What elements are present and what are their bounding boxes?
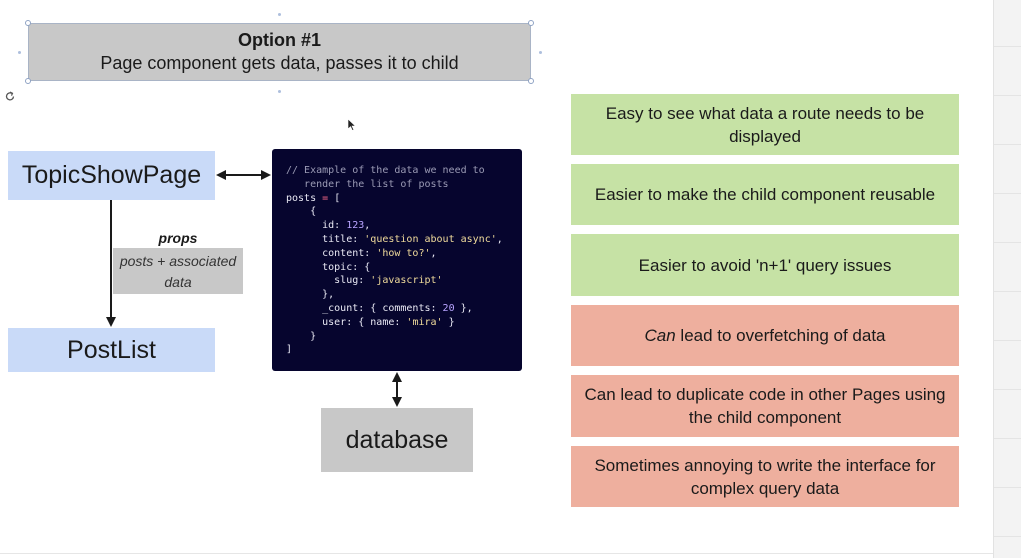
props-label-description: posts + associated data	[119, 253, 237, 290]
canvas-side-panel	[993, 0, 1021, 558]
topic-show-page-node[interactable]: TopicShowPage	[8, 151, 215, 200]
resize-handle-top-right[interactable]	[528, 20, 534, 26]
option-subheading: Page component gets data, passes it to c…	[100, 53, 459, 73]
canvas-bottom-edge	[0, 553, 993, 554]
database-node[interactable]: database	[321, 408, 473, 472]
con-card-overfetching[interactable]: Can lead to overfetching of data	[571, 305, 959, 366]
resize-handle-top-left[interactable]	[25, 20, 31, 26]
props-label-title: props	[158, 230, 198, 246]
con-card-duplicate-code[interactable]: Can lead to duplicate code in other Page…	[571, 375, 959, 437]
option-title-box[interactable]: Option #1 Page component gets data, pass…	[28, 23, 531, 81]
resize-handle-bottom-right[interactable]	[528, 78, 534, 84]
pro-card-n-plus-one[interactable]: Easier to avoid 'n+1' query issues	[571, 234, 959, 296]
pro-card-route-data[interactable]: Easy to see what data a route needs to b…	[571, 94, 959, 155]
post-list-node[interactable]: PostList	[8, 328, 215, 372]
option-heading: Option #1	[237, 30, 321, 50]
selection-dot	[18, 51, 21, 54]
props-label-box[interactable]	[113, 248, 243, 294]
selection-dot	[539, 51, 542, 54]
selection-dot	[278, 90, 281, 93]
selection-dot	[278, 13, 281, 16]
example-data-code-block[interactable]: // Example of the data we need to render…	[272, 149, 522, 371]
pro-card-reusable[interactable]: Easier to make the child component reusa…	[571, 164, 959, 225]
resize-handle-bottom-left[interactable]	[25, 78, 31, 84]
con-card-interface[interactable]: Sometimes annoying to write the interfac…	[571, 446, 959, 507]
